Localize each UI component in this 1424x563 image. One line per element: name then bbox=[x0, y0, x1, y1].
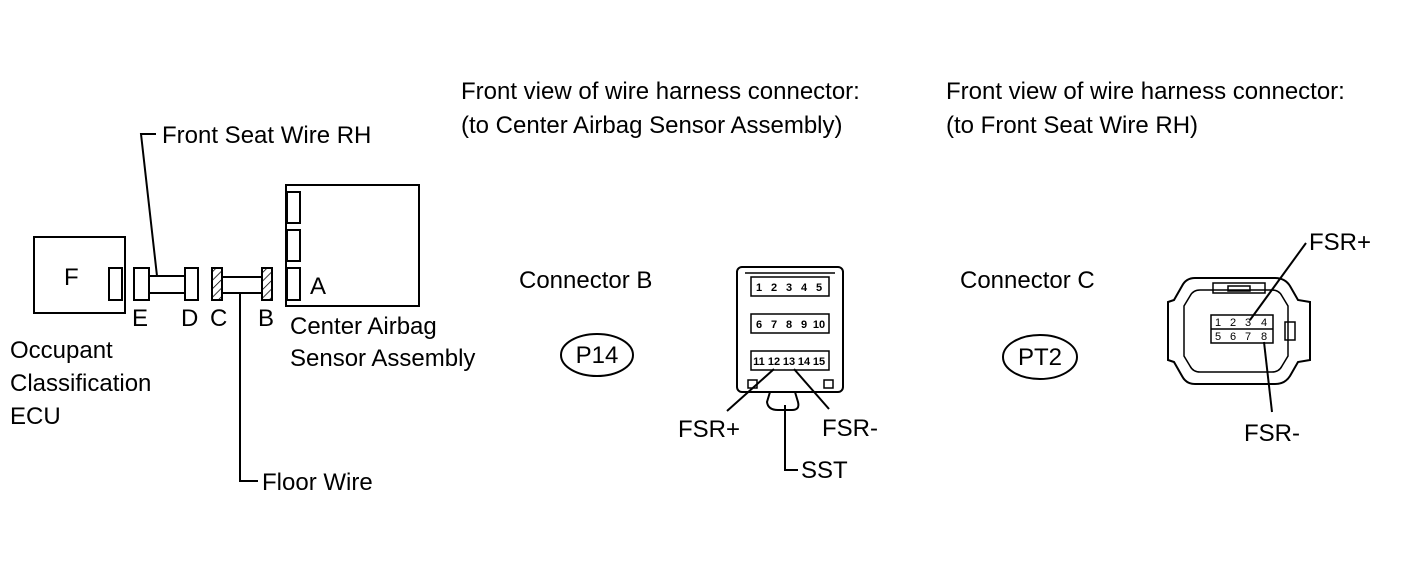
connector-c-face bbox=[1167, 277, 1311, 385]
pin-b-12: 12 bbox=[768, 356, 780, 368]
pin-b-4: 4 bbox=[801, 282, 808, 294]
pin-c-4: 4 bbox=[1261, 317, 1267, 329]
connector-b-leaders bbox=[726, 368, 830, 471]
connector-b-housing bbox=[736, 266, 844, 393]
fsr-minus-b-leader bbox=[793, 368, 830, 410]
left-wiring-diagram bbox=[33, 133, 420, 482]
front-seat-wire-leader bbox=[139, 133, 158, 277]
floor-wire-leader bbox=[239, 293, 258, 482]
pin-b-6: 6 bbox=[756, 319, 762, 331]
sensor-slot-1 bbox=[286, 191, 301, 224]
pin-b-15: 15 bbox=[813, 356, 825, 368]
connector-b bbox=[261, 267, 273, 301]
sst-label: SST bbox=[801, 457, 848, 484]
pin-c-7: 7 bbox=[1245, 331, 1251, 343]
pin-c-3: 3 bbox=[1245, 317, 1251, 329]
fsr-plus-b-leader bbox=[726, 368, 775, 412]
pin-c-1: 1 bbox=[1215, 317, 1221, 329]
pin-b-11: 11 bbox=[753, 356, 765, 368]
sensor-label-line-1: Center Airbag bbox=[290, 313, 437, 340]
ecu-box bbox=[33, 236, 126, 314]
front-seat-wire-label: Front Seat Wire RH bbox=[162, 122, 371, 149]
ecu-connector-port bbox=[108, 267, 123, 301]
pin-c-2: 2 bbox=[1230, 317, 1236, 329]
connector-b-code: P14 bbox=[576, 342, 619, 369]
connector-b-heading-line-2: (to Center Airbag Sensor Assembly) bbox=[461, 112, 843, 139]
connector-d-label: D bbox=[181, 305, 198, 332]
connector-b-left-foot bbox=[747, 379, 758, 389]
connector-b-code-ellipse bbox=[560, 333, 634, 377]
pin-b-13: 13 bbox=[783, 356, 795, 368]
fsr-plus-c-leader bbox=[1249, 242, 1307, 321]
fsr-minus-b-label: FSR- bbox=[822, 415, 878, 442]
connector-c-code-ellipse bbox=[1002, 334, 1078, 380]
pin-c-5: 5 bbox=[1215, 331, 1221, 343]
connector-b-row3-frame bbox=[750, 350, 830, 371]
floor-wire-body bbox=[221, 276, 263, 294]
connector-c-leaders bbox=[1249, 242, 1307, 413]
connector-b-section: Front view of wire harness connector: (t… bbox=[461, 78, 860, 377]
connector-c-code: PT2 bbox=[1018, 344, 1062, 371]
connector-b-pins: 1 2 3 4 5 6 7 8 9 10 11 12 13 14 15 bbox=[753, 282, 825, 368]
connector-c-housing bbox=[1167, 277, 1311, 385]
sensor-assembly-box bbox=[285, 184, 420, 307]
connector-c-latch bbox=[1212, 282, 1266, 294]
fsr-minus-c-leader bbox=[1263, 341, 1273, 413]
pin-b-7: 7 bbox=[771, 319, 777, 331]
pin-b-8: 8 bbox=[786, 319, 792, 331]
pin-c-6: 6 bbox=[1230, 331, 1236, 343]
ecu-label-line-1: Occupant bbox=[10, 337, 113, 364]
connector-c-latch-tab bbox=[1227, 285, 1251, 292]
pin-b-2: 2 bbox=[771, 282, 777, 294]
pin-b-14: 14 bbox=[798, 356, 811, 368]
connector-b-latch bbox=[765, 391, 800, 411]
sst-leader bbox=[784, 405, 798, 471]
pin-b-9: 9 bbox=[801, 319, 807, 331]
connector-e bbox=[133, 267, 150, 301]
pin-b-3: 3 bbox=[786, 282, 792, 294]
left-diagram-labels: F E D C B A Front Seat Wire RH Floor Wir… bbox=[10, 122, 475, 496]
pin-b-1: 1 bbox=[756, 282, 762, 294]
connector-c-heading-line-2: (to Front Seat Wire RH) bbox=[946, 112, 1198, 139]
ecu-letter: F bbox=[64, 264, 79, 291]
pin-b-10: 10 bbox=[813, 319, 825, 331]
connector-c-pins: 1 2 3 4 5 6 7 8 bbox=[1215, 317, 1267, 343]
floor-wire-label: Floor Wire bbox=[262, 469, 373, 496]
connector-c-inner-shell bbox=[1183, 289, 1289, 373]
connector-c-label: C bbox=[210, 305, 227, 332]
ecu-label-line-2: Classification bbox=[10, 370, 151, 397]
connector-b-label: B bbox=[258, 305, 274, 332]
connector-b-pin-labels: FSR+ FSR- SST bbox=[678, 415, 878, 484]
connector-c-section: Front view of wire harness connector: (t… bbox=[946, 78, 1345, 380]
connector-b-heading-line-1: Front view of wire harness connector: bbox=[461, 78, 860, 105]
connector-c-side-key bbox=[1284, 321, 1296, 341]
connector-b-row2-frame bbox=[750, 313, 830, 334]
connector-d bbox=[184, 267, 199, 301]
connector-c-name: Connector C bbox=[960, 267, 1095, 294]
fsr-plus-b-label: FSR+ bbox=[678, 416, 740, 443]
sensor-label-line-2: Sensor Assembly bbox=[290, 345, 475, 372]
connector-e-label: E bbox=[132, 305, 148, 332]
connector-a-label: A bbox=[310, 273, 326, 300]
fsr-minus-c-label: FSR- bbox=[1244, 420, 1300, 447]
front-seat-wire-body bbox=[148, 275, 186, 294]
connector-a bbox=[286, 267, 301, 301]
sensor-slot-2 bbox=[286, 229, 301, 262]
connector-b-right-foot bbox=[823, 379, 834, 389]
pin-c-8: 8 bbox=[1261, 331, 1267, 343]
connector-b-name: Connector B bbox=[519, 267, 652, 294]
ecu-label-line-3: ECU bbox=[10, 403, 61, 430]
connector-c-pin-labels: FSR+ FSR- bbox=[1244, 229, 1371, 447]
connector-c bbox=[211, 267, 223, 301]
pin-b-5: 5 bbox=[816, 282, 822, 294]
connector-c-heading-line-1: Front view of wire harness connector: bbox=[946, 78, 1345, 105]
connector-b-row1-frame bbox=[750, 276, 830, 297]
fsr-plus-c-label: FSR+ bbox=[1309, 229, 1371, 256]
